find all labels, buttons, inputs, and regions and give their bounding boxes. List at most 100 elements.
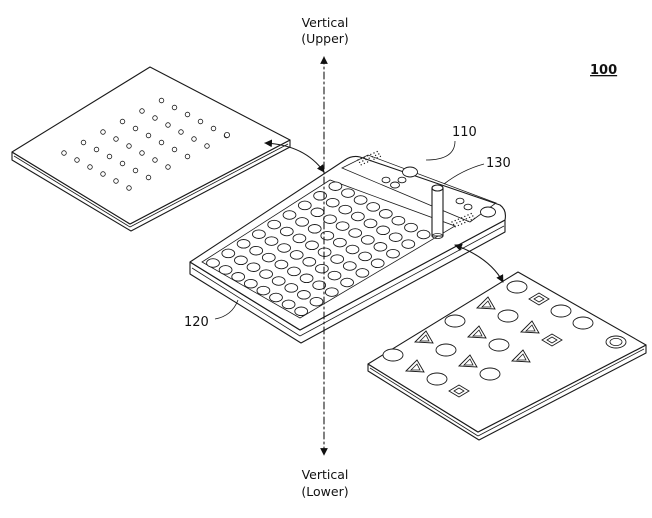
cover-dot <box>87 164 93 170</box>
upper-cover-plate <box>11 66 291 232</box>
axis-bottom-label-line1: Vertical <box>302 467 349 482</box>
cover-dot-grid <box>61 97 230 191</box>
main-hole <box>305 240 319 251</box>
main-hole <box>366 202 381 212</box>
grille-dot <box>366 155 369 157</box>
main-hole <box>320 230 335 241</box>
cover-dot <box>100 129 106 135</box>
main-hole <box>355 268 370 278</box>
assembly-arrow-lower <box>454 243 504 283</box>
grille-dot <box>467 220 469 222</box>
callout-120-label: 120 <box>184 315 209 330</box>
main-hole <box>274 259 289 270</box>
cover-dot <box>145 132 152 139</box>
main-hole <box>295 217 309 227</box>
main-hole <box>327 270 342 281</box>
main-hole <box>363 218 378 229</box>
callout-110-label: 110 <box>452 125 477 140</box>
control-compartment-outline <box>341 154 497 223</box>
main-hole <box>287 266 301 277</box>
control-button-3 <box>397 176 407 184</box>
main-hole <box>289 250 304 260</box>
main-hole <box>264 236 279 246</box>
leader-120 <box>214 299 239 320</box>
cover-dot <box>158 97 165 104</box>
leader-130 <box>443 163 485 185</box>
main-hole <box>325 197 340 208</box>
grille-dot <box>363 156 366 158</box>
main-hole <box>340 277 354 288</box>
cover-dot <box>184 111 191 118</box>
main-hole <box>391 215 406 226</box>
main-hole <box>259 269 273 279</box>
cover-dot <box>178 129 184 135</box>
grille-dot <box>358 161 361 164</box>
grille-dot <box>459 220 461 223</box>
main-hole <box>351 211 365 222</box>
speaker-grille-top <box>357 150 382 166</box>
main-hole <box>328 181 343 191</box>
main-hole <box>317 247 332 257</box>
control-button-round <box>480 206 496 218</box>
grille-dot <box>460 223 463 225</box>
main-hole <box>234 255 248 266</box>
cover-dot <box>100 171 106 177</box>
grille-dot <box>371 156 374 158</box>
cover-dot <box>80 139 87 146</box>
cover-dot <box>139 150 145 156</box>
grille-dot <box>366 161 369 163</box>
main-hole <box>302 257 317 267</box>
cover-dot <box>152 157 158 163</box>
main-hole <box>292 233 307 244</box>
pillar-130 <box>431 184 444 239</box>
grille-dot <box>360 157 362 160</box>
cover-dot <box>204 143 210 149</box>
tray-round-knob <box>605 335 627 349</box>
upper-cover-plate-top <box>11 66 291 225</box>
grille-dot <box>473 217 476 220</box>
main-hole <box>335 221 350 231</box>
grille-dot <box>464 221 466 224</box>
grille-dot <box>373 158 375 160</box>
tray-square-cell <box>528 292 550 306</box>
figure-reference-number: 100 <box>590 63 617 78</box>
grille-dot <box>460 217 463 219</box>
grille-dot <box>456 222 458 224</box>
grille-dot <box>457 224 460 227</box>
assembly-arrow-upper <box>264 139 325 173</box>
grille-dot <box>376 157 378 159</box>
grille-dot <box>454 219 456 222</box>
grille-dot <box>357 159 359 161</box>
main-hole <box>271 276 286 286</box>
axis-bottom-label-line2: (Lower) <box>301 484 348 499</box>
tray-round-cell <box>382 348 404 362</box>
main-hole <box>261 252 276 263</box>
main-hole <box>310 207 325 218</box>
main-hole <box>313 191 327 201</box>
grille-dot <box>370 153 372 156</box>
main-hole <box>378 209 393 219</box>
main-hole <box>323 214 337 224</box>
callout-130-label: 130 <box>486 156 511 171</box>
tray-round-cell <box>506 280 528 294</box>
cover-dot <box>126 185 132 191</box>
shape-tray-top <box>367 271 647 433</box>
main-hole <box>218 265 233 275</box>
main-hole <box>341 188 355 198</box>
cover-dot <box>132 167 139 174</box>
tray-round-cell <box>444 314 466 328</box>
cover-dot <box>158 139 165 146</box>
main-hole <box>388 232 403 242</box>
main-hole <box>294 306 309 317</box>
cover-dot <box>61 150 67 156</box>
tray-round-cell <box>488 338 510 352</box>
tray-round-cell <box>435 343 457 357</box>
grille-dot <box>472 215 474 217</box>
shape-tray-plate <box>367 271 647 441</box>
cover-dot <box>106 153 113 160</box>
main-hole <box>338 204 353 215</box>
grille-dot <box>457 218 460 220</box>
main-hole <box>243 278 258 289</box>
main-hole <box>307 224 322 234</box>
tray-square-cell <box>448 384 470 398</box>
